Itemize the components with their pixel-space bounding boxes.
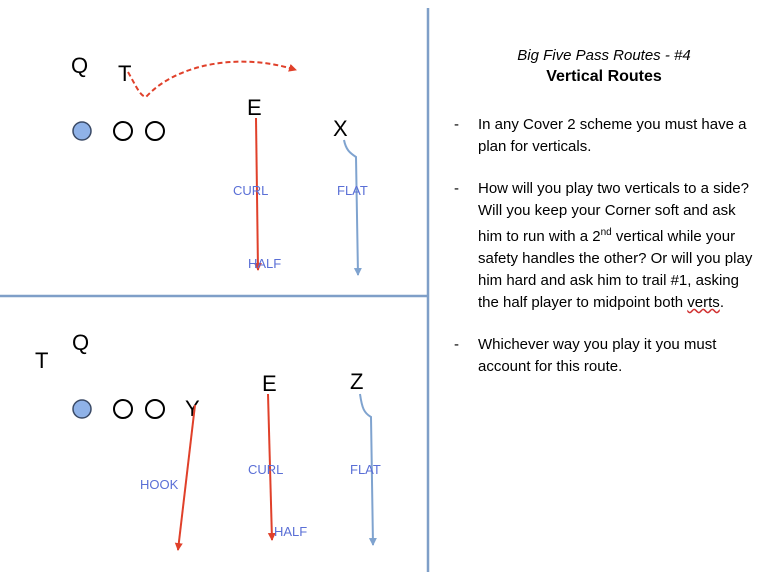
bottom-e-label: E <box>262 371 277 396</box>
bottom-z-route <box>359 393 377 546</box>
top-x-label: X <box>333 116 348 141</box>
top-lineman-2 <box>145 121 165 141</box>
top-flat-zone: FLAT <box>337 183 368 198</box>
notes-panel: Big Five Pass Routes - #4 Vertical Route… <box>448 46 760 398</box>
bottom-play: Q T Y E Z HOOK CURL FLAT HALF <box>35 330 381 551</box>
notes-title: Vertical Routes <box>546 68 662 85</box>
bottom-z-label: Z <box>350 369 363 394</box>
notes-bullet-1-text: In any Cover 2 scheme you must have a pl… <box>478 116 747 155</box>
top-ball-marker <box>72 121 92 141</box>
notes-bullet-2-superscript: nd <box>600 227 612 238</box>
top-e-label: E <box>247 95 262 120</box>
notes-list: In any Cover 2 scheme you must have a pl… <box>448 114 760 378</box>
bottom-hook-zone: HOOK <box>140 477 179 492</box>
bottom-curl-zone: CURL <box>248 462 283 477</box>
notes-bullet-1: In any Cover 2 scheme you must have a pl… <box>448 114 760 158</box>
bottom-e-route <box>267 393 276 541</box>
top-q-label: Q <box>71 53 88 78</box>
bottom-flat-zone: FLAT <box>350 462 381 477</box>
bottom-q-label: Q <box>72 330 89 355</box>
bottom-t-label: T <box>35 348 48 373</box>
bottom-lineman-1 <box>113 399 133 419</box>
bottom-half-zone: HALF <box>274 524 307 539</box>
top-x-route <box>343 139 362 276</box>
top-t-route <box>127 60 297 99</box>
top-half-zone: HALF <box>248 256 281 271</box>
notes-bullet-2-text-d: . <box>719 294 724 311</box>
notes-bullet-2-text-b: vertical while your safety handles the o… <box>478 228 753 311</box>
top-curl-zone: CURL <box>233 183 268 198</box>
bottom-ball-marker <box>72 399 92 419</box>
bottom-lineman-2 <box>145 399 165 419</box>
bottom-y-route <box>174 404 196 551</box>
notes-bullet-2: How will you play two verticals to a sid… <box>448 178 760 314</box>
notes-bullet-2-text-a: How will you play two verticals to a sid… <box>478 180 749 245</box>
top-lineman-1 <box>113 121 133 141</box>
top-play: Q T E X CURL FLAT HALF <box>71 53 368 276</box>
top-t-label: T <box>118 61 131 86</box>
bottom-y-label: Y <box>185 396 200 421</box>
top-e-route <box>253 117 262 271</box>
notes-subtitle: Big Five Pass Routes - #4 <box>517 47 691 64</box>
notes-bullet-3-text: Whichever way you play it you must accou… <box>478 336 717 375</box>
notes-bullet-2-text-c: verts <box>687 294 720 311</box>
notes-bullet-3: Whichever way you play it you must accou… <box>448 334 760 378</box>
